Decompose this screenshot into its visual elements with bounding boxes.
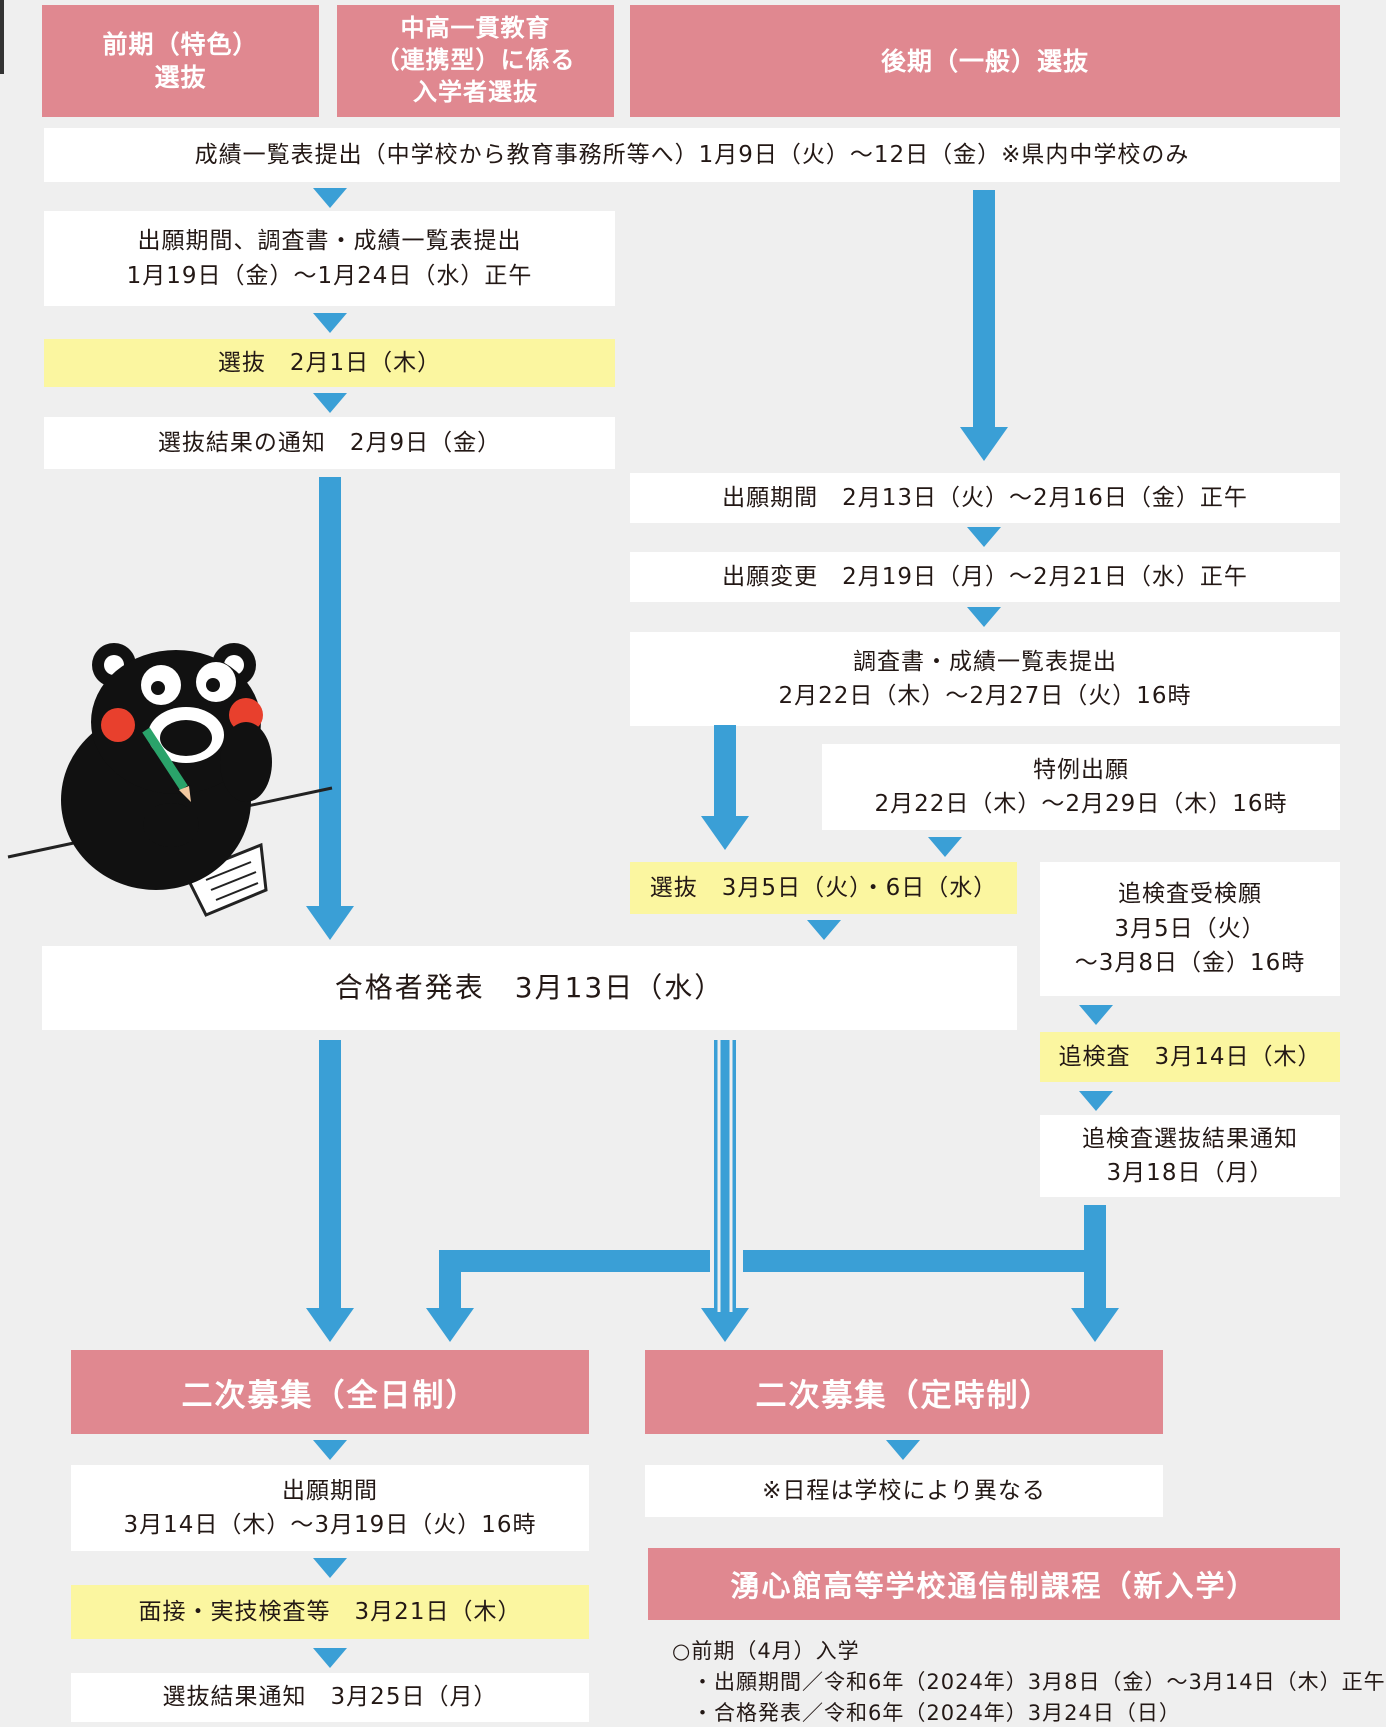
makeup-application-box: 追検査受検願 3月5日（火） ～3月8日（金）16時 (1040, 862, 1340, 996)
correspondence-line-3: ・合格発表／令和6年（2024年）3月24日（日） (692, 1701, 1181, 1725)
late-application-change: 出願変更 2月19日（月）～2月21日（水）正午 (630, 552, 1340, 602)
down-arrow-icon (313, 1558, 347, 1578)
late-selection-date: 選抜 3月5日（火）・6日（水） (630, 862, 1017, 914)
makeup-application-title: 追検査受検願 (1118, 881, 1262, 908)
special-application-title: 特例出願 (1033, 756, 1129, 783)
secondary-result-notice: 選抜結果通知 3月25日（月） (71, 1673, 589, 1722)
down-arrow-icon (313, 313, 347, 333)
early-result-notice: 選抜結果の通知 2月9日（金） (44, 417, 615, 469)
connector-arrows (306, 1040, 1119, 1342)
left-edge-mark (0, 0, 4, 74)
down-arrow-icon (967, 607, 1001, 627)
early-application-box: 出願期間、調査書・成績一覧表提出 1月19日（金）～1月24日（水）正午 (44, 211, 615, 306)
grade-list-submission: 成績一覧表提出（中学校から教育事務所等へ）1月9日（火）～12日（金）※県内中学… (44, 128, 1340, 182)
late-report-submission: 調査書・成績一覧表提出 2月22日（木）～2月27日（火）16時 (630, 632, 1340, 726)
makeup-exam-date: 追検査 3月14日（木） (1040, 1032, 1340, 1082)
secondary-application-title: 出願期間 (282, 1477, 378, 1504)
correspondence-line-2: ・出願期間／令和6年（2024年）3月8日（金）～3月14日（木）正午 (692, 1670, 1386, 1694)
late-report-title: 調査書・成績一覧表提出 (853, 648, 1117, 675)
down-arrow-icon (928, 837, 962, 857)
early-application-title: 出願期間、調査書・成績一覧表提出 (137, 228, 522, 254)
header-late-selection: 後期（一般）選抜 (630, 5, 1340, 117)
early-long-arrow-shaft (319, 477, 341, 909)
makeup-result-date: 3月18日（月） (1106, 1160, 1274, 1186)
late-report-dates: 2月22日（木）～2月27日（火）16時 (778, 683, 1192, 709)
header-early-selection: 前期（特色） 選抜 (42, 5, 319, 117)
early-selection-date: 選抜 2月1日（木） (44, 339, 615, 387)
makeup-result-title: 追検査選抜結果通知 (1082, 1125, 1298, 1152)
down-arrow-icon (313, 1648, 347, 1668)
down-arrow-icon (967, 527, 1001, 547)
down-arrow-icon (886, 1440, 920, 1460)
makeup-result-box: 追検査選抜結果通知 3月18日（月） (1040, 1115, 1340, 1197)
special-application-dates: 2月22日（木）～2月29日（木）16時 (874, 791, 1288, 817)
successful-applicants-announcement: 合格者発表 3月13日（水） (42, 946, 1017, 1030)
secondary-parttime-note: ※日程は学校により異なる (645, 1465, 1163, 1517)
secondary-interview-date: 面接・実技検査等 3月21日（木） (71, 1585, 589, 1639)
header-integrated-selection: 中高一貫教育 （連携型）に係る 入学者選抜 (337, 5, 614, 117)
down-arrow-icon (313, 1440, 347, 1460)
special-application-box: 特例出願 2月22日（木）～2月29日（木）16時 (822, 744, 1340, 830)
late-application-period: 出願期間 2月13日（火）～2月16日（金）正午 (630, 473, 1340, 523)
early-application-dates: 1月19日（金）～1月24日（水）正午 (126, 262, 533, 289)
down-arrow-icon (807, 920, 841, 940)
down-arrow-icon (306, 906, 354, 940)
late-long-arrow-shaft (973, 190, 995, 434)
correspondence-course-header: 湧心館高等学校通信制課程（新入学） (648, 1548, 1340, 1620)
secondary-fulltime-header: 二次募集（全日制） (71, 1350, 589, 1434)
correspondence-line-1: ○前期（4月）入学 (672, 1639, 860, 1663)
secondary-fulltime-application: 出願期間 3月14日（木）～3月19日（火）16時 (71, 1465, 589, 1551)
makeup-application-date-start: 3月5日（火） (1114, 915, 1266, 942)
secondary-application-dates: 3月14日（木）～3月19日（火）16時 (123, 1512, 537, 1538)
secondary-parttime-header: 二次募集（定時制） (645, 1350, 1163, 1434)
down-arrow-icon (960, 427, 1008, 461)
down-arrow-icon (313, 188, 347, 208)
late-selection-arrow-shaft (714, 725, 736, 819)
down-arrow-icon (1079, 1005, 1113, 1025)
down-arrow-icon (1079, 1091, 1113, 1111)
down-arrow-icon (701, 816, 749, 850)
down-arrow-icon (313, 393, 347, 413)
mascot-bear-illustration (7, 643, 333, 917)
makeup-application-date-end: ～3月8日（金）16時 (1074, 950, 1306, 977)
